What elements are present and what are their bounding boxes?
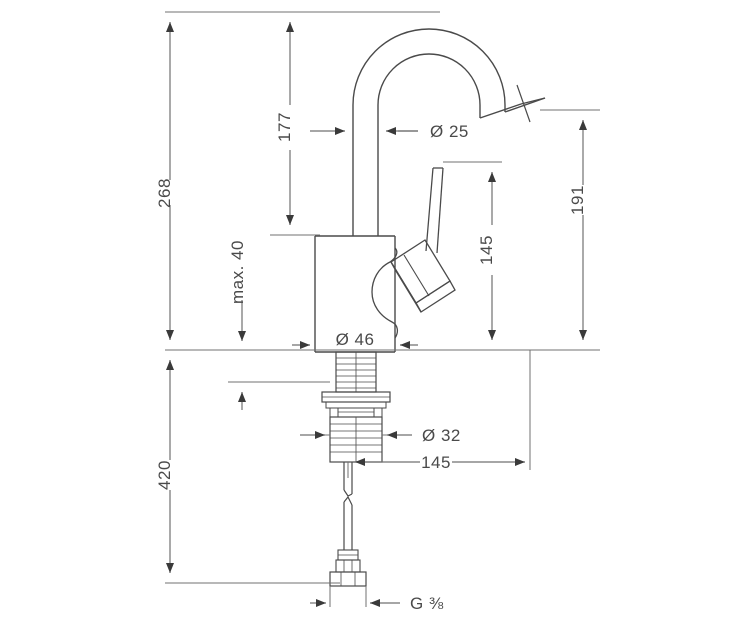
dim-label-g38: G ⅜ (410, 594, 444, 613)
spout-outlet-tip (479, 84, 546, 123)
dim-label-191: 191 (568, 185, 587, 215)
cartridge-housing (371, 247, 399, 339)
supply-tube (343, 462, 353, 550)
supply-end-fitting (329, 549, 367, 587)
spout-outer-curve (352, 28, 506, 236)
dim-label-268: 268 (155, 178, 174, 208)
dim-label-420: 420 (155, 460, 174, 490)
spout-inner-curve (377, 53, 481, 236)
dim-label-145-handle: 145 (477, 235, 496, 265)
dim-label-d32: Ø 32 (422, 426, 461, 445)
handle-cartridge (390, 239, 456, 313)
upper-threaded-shank (335, 351, 377, 393)
dim-label-max40: max. 40 (228, 240, 247, 304)
handle-lever (425, 167, 444, 254)
mounting-flange (321, 391, 391, 418)
dim-label-d25: Ø 25 (430, 122, 469, 141)
extension-lines (165, 11, 600, 607)
lower-threaded-shank (329, 416, 383, 463)
dim-label-d46: Ø 46 (336, 330, 375, 349)
dim-label-177: 177 (275, 112, 294, 142)
dim-label-145-reach: 145 (421, 453, 451, 472)
faucet-outline (314, 28, 546, 587)
